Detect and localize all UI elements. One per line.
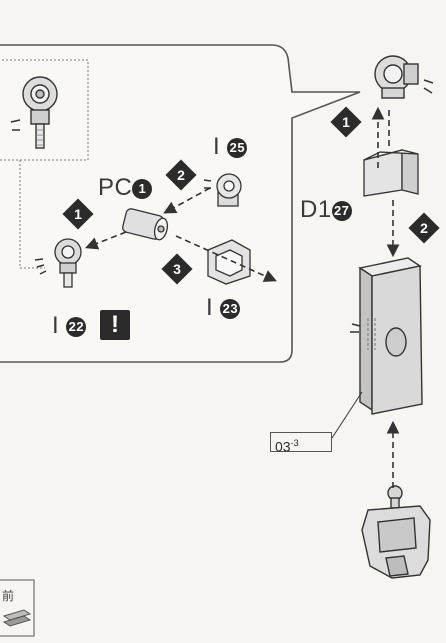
upper-arm-block-icon [350,257,423,415]
panel-stack-icon [0,579,35,637]
part-pc1-icon [122,208,169,241]
svg-text:3: 3 [173,261,181,277]
label-i22: I 22 [52,314,87,338]
hinge-detail-icon [10,76,58,149]
label-i25: I 25 [213,135,248,159]
step-diamond-1-inset: 1 [62,198,94,230]
shoulder-part-icon [361,485,431,579]
part-i25-icon [203,173,242,207]
detail-leader-line [19,160,45,269]
svg-text:2: 2 [177,167,185,183]
arrow-pc1-to-i23 [175,235,277,282]
step-diamond-2-right: 2 [408,212,440,244]
sequence-code-box: 03-3 [270,432,332,455]
warning-badge: ! [100,310,130,340]
right-hinge-icon [374,55,434,99]
detail-frame [0,59,89,161]
arrow-pc1-to-i22 [85,231,127,250]
step-diamond-1-right: 1 [330,106,362,138]
part-i22-icon [34,238,82,288]
label-i23: I 23 [206,296,241,320]
step-diamond-2-inset: 2 [165,159,197,191]
side-kanji-label: 前 [2,589,15,603]
svg-text:2: 2 [420,220,428,236]
svg-text:1: 1 [74,206,82,222]
code-leader-line [331,391,363,439]
svg-text:1: 1 [342,114,350,130]
part-d1-27-icon [363,149,419,197]
arrow-i25-to-pc1 [163,187,211,214]
step-diamond-3-inset: 3 [161,253,193,285]
